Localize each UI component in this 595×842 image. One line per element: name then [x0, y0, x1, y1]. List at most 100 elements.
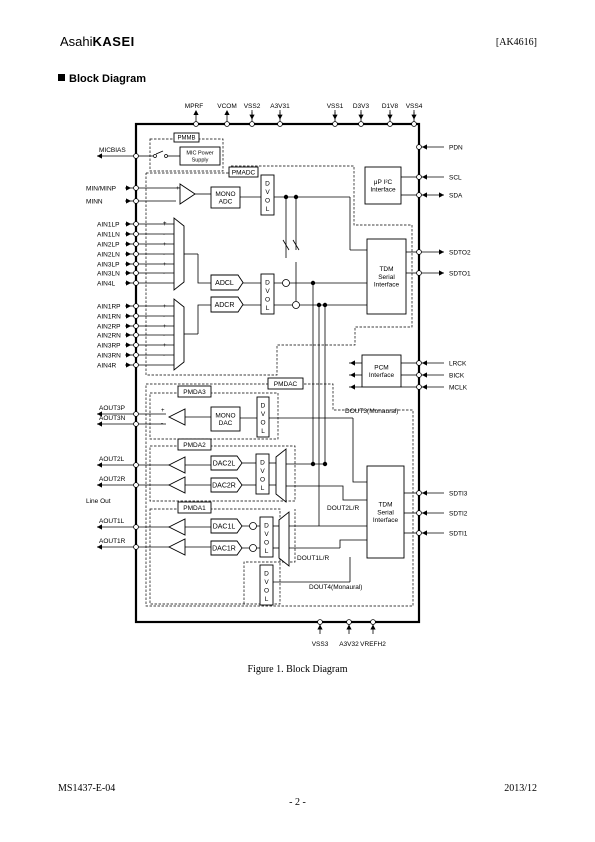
figure-caption: Figure 1. Block Diagram	[247, 664, 348, 675]
pin-arrow-down	[277, 114, 283, 120]
arrow-head	[422, 490, 427, 496]
pin-terminal	[416, 249, 422, 255]
pin-sdti2: SDTI2	[449, 510, 468, 517]
mic-power-block-label: MIC Power	[186, 151, 213, 157]
pmda2-block-label: PMDA2	[183, 442, 206, 449]
tdm-input-block	[366, 465, 405, 559]
plus-sign: +	[163, 262, 167, 268]
pin-ain1lp: AIN1LP	[97, 221, 119, 228]
arrow-head	[97, 544, 102, 550]
dvol-mic-letter: V	[265, 189, 270, 196]
pin-sda: SDA	[449, 192, 463, 199]
tdm-input-block-label: Serial	[377, 509, 394, 516]
summing-node	[249, 544, 257, 552]
pin-terminal	[346, 619, 352, 625]
pin-micbias: MICBIAS	[99, 147, 126, 154]
pin-vrefh2: VREFH2	[360, 641, 386, 648]
document-number: MS1437-E-04	[58, 783, 116, 794]
pin-ain4r: AIN4R	[97, 362, 116, 369]
dout1-label: DOUT1L/R	[297, 555, 329, 562]
pin-terminal	[133, 462, 139, 468]
pin-terminal	[133, 280, 139, 286]
arrow-head	[422, 384, 427, 390]
pmmb-block	[173, 132, 200, 143]
mic-power-block-label: Supply	[192, 157, 209, 163]
pmadc-domain	[145, 165, 413, 376]
tdm-input-block-label: Interface	[373, 517, 399, 524]
dvol-adc-letter: O	[265, 297, 270, 304]
pin-terminal	[133, 362, 139, 368]
pin-terminal	[411, 121, 417, 127]
dac2r-block-label: DAC2R	[212, 483, 236, 490]
aout3-amp	[167, 408, 186, 426]
plus-sign: +	[163, 343, 167, 349]
pin-ain1rn: AIN1RN	[97, 313, 121, 320]
pin-sdti1: SDTI1	[449, 530, 468, 537]
pin-pdn: PDN	[449, 144, 463, 151]
pin-terminal	[133, 198, 139, 204]
mic-amp-triangle	[179, 183, 196, 205]
switch-contact	[153, 154, 157, 158]
dac1l-block-label: DAC1L	[213, 524, 236, 531]
function-blocks	[153, 132, 407, 606]
pin-terminal	[133, 270, 139, 276]
pin-terminal	[133, 524, 139, 530]
summing-node	[249, 522, 257, 530]
pin-a3v31: A3V31	[270, 103, 290, 110]
i2c-interface-block-label: μP I²C	[374, 179, 393, 186]
pin-vss3: VSS3	[312, 641, 329, 648]
arrow-head	[126, 352, 131, 358]
dvol-dac3-letter: D	[261, 403, 266, 410]
arrow-head	[126, 342, 131, 348]
dvol-dac4-letter: D	[264, 571, 269, 578]
pmadc-block-label: PMADC	[232, 169, 256, 176]
minus-sign: -	[163, 314, 165, 320]
pmdac-block	[267, 377, 304, 390]
pin-terminal	[416, 384, 422, 390]
wire	[292, 239, 300, 251]
arrow-head	[422, 510, 427, 516]
dac2-mux	[275, 448, 287, 503]
pin-terminal	[387, 121, 393, 127]
junction-dot	[283, 194, 289, 200]
pin-aout1r: AOUT1R	[99, 538, 126, 545]
dvol-adc-letter: L	[266, 305, 270, 312]
arrow-head	[422, 360, 427, 366]
dvol-dac1	[259, 516, 274, 558]
plus-sign: +	[163, 324, 167, 330]
pin-terminal	[416, 510, 422, 516]
plus-sign: +	[163, 304, 167, 310]
pin-terminal	[133, 303, 139, 309]
arrow-head	[126, 323, 131, 329]
dac1r-block-label: DAC1R	[212, 546, 236, 553]
arrow-head	[126, 313, 131, 319]
pin-terminal	[416, 192, 422, 198]
wire	[155, 150, 164, 155]
pin-vcom: VCOM	[217, 103, 237, 110]
pin-terminal	[193, 121, 199, 127]
pmda3-block-label: PMDA3	[183, 389, 206, 396]
adcr-block	[210, 296, 244, 313]
pin-ain3ln: AIN3LN	[97, 270, 120, 277]
dvol-adc-letter: V	[265, 288, 270, 295]
pin-arrow-down	[411, 114, 417, 120]
arrow-head	[126, 198, 131, 204]
dvol-dac3-letter: V	[261, 411, 266, 418]
dac2l-block	[210, 455, 243, 471]
pin-d3v3: D3V3	[353, 103, 370, 110]
junction-dot	[310, 280, 316, 286]
arrow-head	[126, 303, 131, 309]
pmadc-block	[228, 166, 259, 178]
arrow-head	[350, 360, 355, 366]
pmda3-block	[177, 385, 212, 398]
pin-bick: BICK	[449, 372, 465, 379]
arrow-head	[126, 261, 131, 267]
pin-arrow-down	[387, 114, 393, 120]
dvol-dac1-letter: O	[264, 540, 269, 547]
arrow-head	[422, 192, 427, 198]
wire	[197, 254, 211, 284]
dvol-dac3-letter: O	[260, 420, 265, 427]
junction-dot	[322, 302, 328, 308]
plus-sign: +	[161, 408, 165, 414]
